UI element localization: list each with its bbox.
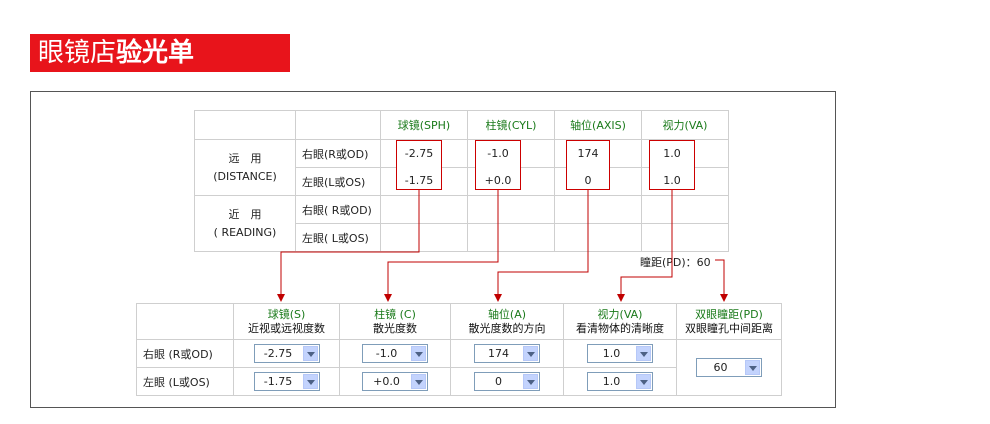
axis-values-box: 174 0: [566, 140, 610, 190]
cyl-arrow: [384, 190, 499, 302]
header-pd: 双眼瞳距(PD) 双眼瞳孔中间距离: [676, 303, 782, 340]
axis-arrow: [494, 190, 589, 302]
sph-arrow: [277, 190, 420, 302]
pd-arrow: [715, 259, 728, 302]
header-cylinder: 柱镜 (C) 散光度数: [339, 303, 451, 340]
cyl-left-value: +0.0: [484, 174, 512, 187]
sph-right-select[interactable]: -2.75: [253, 344, 320, 363]
right-eye-reading-label: 右眼( R或OD): [295, 195, 381, 224]
prescription-table: 球镜(SPH) 柱镜(CYL) 轴位(AXIS) 视力(VA) 远 用 (DIS…: [194, 110, 729, 252]
chevron-down-icon: [302, 346, 318, 361]
pd-select[interactable]: 60: [696, 358, 762, 377]
chevron-down-icon: [523, 374, 538, 389]
sph-values-box: -2.75 -1.75: [396, 140, 442, 190]
sph-left-value: -1.75: [404, 174, 434, 187]
cyl-right-value: -1.0: [487, 147, 509, 160]
right-eye-label: 右眼(R或OD): [295, 139, 381, 168]
header-axis: 轴位(AXIS): [554, 110, 642, 140]
distance-label: 远 用 (DISTANCE): [194, 139, 296, 196]
va-right-select[interactable]: 1.0: [587, 344, 653, 363]
sph-right-value: -2.75: [404, 147, 434, 160]
sph-left-select[interactable]: -1.75: [253, 372, 320, 391]
header-sphere: 球镜(S) 近视或远视度数: [233, 303, 340, 340]
chevron-down-icon: [745, 360, 760, 375]
axis-left-select[interactable]: 0: [474, 372, 540, 391]
chevron-down-icon: [636, 374, 651, 389]
cyl-right-select[interactable]: -1.0: [362, 344, 428, 363]
page-banner: 眼镜店验光单: [30, 34, 290, 72]
axis-right-select[interactable]: 174: [474, 344, 540, 363]
axis-right-value: 174: [577, 147, 599, 160]
va-right-value: 1.0: [663, 147, 681, 160]
cyl-left-select[interactable]: +0.0: [362, 372, 428, 391]
cyl-values-box: -1.0 +0.0: [475, 140, 521, 190]
header-sph: 球镜(SPH): [380, 110, 468, 140]
chevron-down-icon: [636, 346, 651, 361]
axis-left-value: 0: [584, 174, 592, 187]
chevron-down-icon: [523, 346, 538, 361]
chevron-down-icon: [302, 374, 318, 389]
va-left-value: 1.0: [663, 174, 681, 187]
header-visual-acuity: 视力(VA) 看清物体的清晰度: [563, 303, 677, 340]
reading-label: 近 用 ( READING): [194, 195, 296, 252]
banner-title-light: 眼镜店: [38, 38, 117, 68]
header-cyl: 柱镜(CYL): [467, 110, 555, 140]
va-arrow: [617, 190, 673, 302]
va-left-select[interactable]: 1.0: [587, 372, 653, 391]
content-panel: [30, 91, 836, 408]
banner-title-bold: 验光单: [116, 38, 195, 68]
left-eye-reading-label: 左眼( L或OS): [295, 223, 381, 252]
bottom-left-eye-label: 左眼 (L或OS): [136, 367, 234, 396]
header-axis-bottom: 轴位(A) 散光度数的方向: [450, 303, 564, 340]
bottom-right-eye-label: 右眼 (R或OD): [136, 339, 234, 368]
chevron-down-icon: [411, 374, 426, 389]
va-values-box: 1.0 1.0: [649, 140, 695, 190]
chevron-down-icon: [411, 346, 426, 361]
order-form-table: 球镜(S) 近视或远视度数 柱镜 (C) 散光度数 轴位(A) 散光度数的方向 …: [136, 303, 782, 396]
pd-label: 瞳距(PD)：60: [640, 256, 711, 269]
